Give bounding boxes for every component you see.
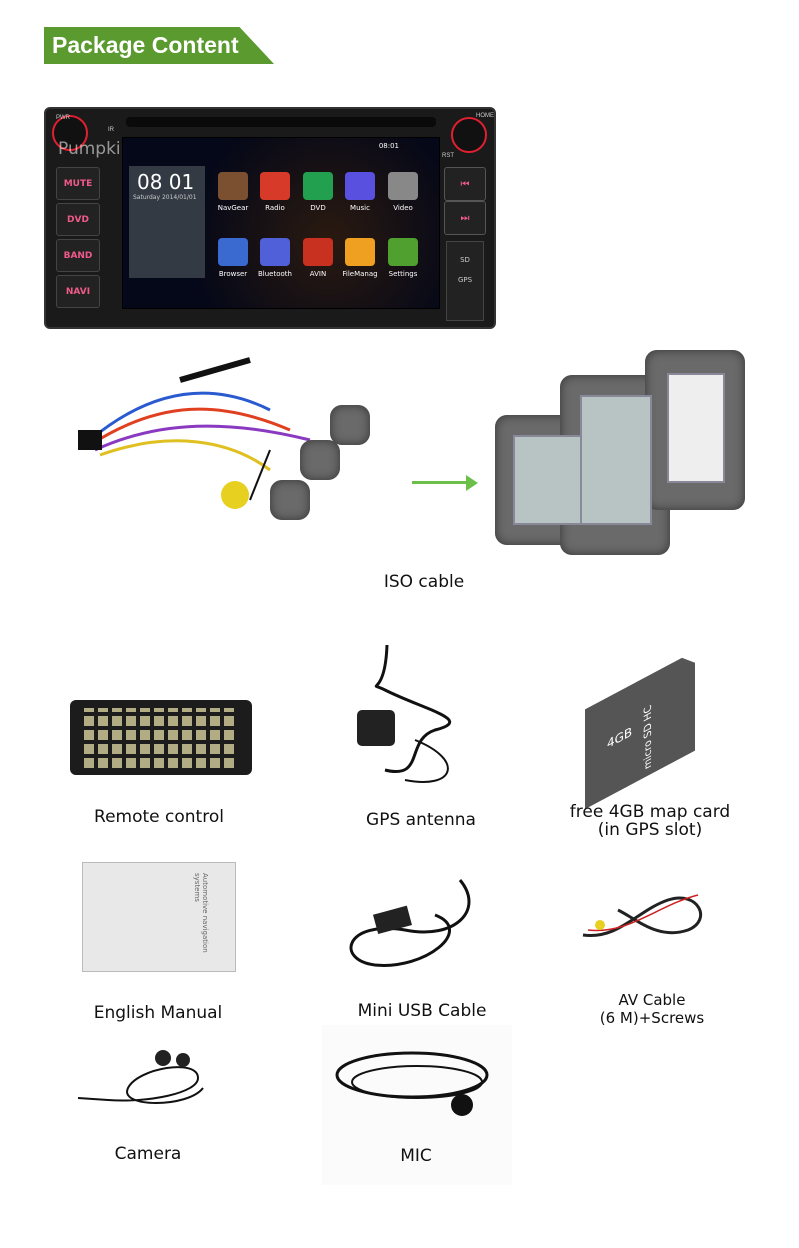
camera-label: Camera [114,1144,182,1164]
english-manual-image: Automotive navigation systems [82,862,236,972]
arrow-icon [412,481,472,484]
clock-widget: 08 01 Saturday 2014/01/01 [129,166,205,278]
camera-image [77,1048,213,1113]
app-settings: Settings [388,270,418,278]
prev-track-button: ⏮ [444,167,486,201]
status-time: 08:01 [378,142,399,150]
rst-label: RST [442,153,454,159]
home-label: HOME [476,113,494,119]
app-music: Music [350,204,370,212]
app-dvd: DVD [310,204,326,212]
package-content-banner: Package Content [44,27,274,64]
iso-cable-harness-image [70,350,390,530]
home-knob [451,117,487,153]
app-navgear: NavGear [217,204,249,212]
mute-button: MUTE [56,167,100,200]
app-browser: Browser [218,270,248,278]
app-radio: Radio [265,204,285,212]
sd-brand: micro SD HC [643,702,654,772]
next-track-button: ⏭ [444,201,486,235]
ir-label: IR [108,127,114,133]
mini-usb-cable-image [335,870,485,970]
gps-label: GPS [457,276,473,284]
pumpkin-watermark: Pumpkin [58,139,132,159]
sd-label: SD [460,256,470,264]
power-knob [52,115,88,151]
micro-sd-card-image: 4GB micro SD HC [585,651,695,809]
stereo-screen: 08:01 08 01 Saturday 2014/01/01 NavGear … [122,137,440,309]
mic-label: MIC [400,1146,432,1166]
iso-cable-label: ISO cable [383,572,465,592]
disc-slot [126,117,436,127]
app-bluetooth: Bluetooth [258,270,292,278]
car-stereo-image: PWR IR HOME RST Pumpkin MUTE DVD BAND NA… [44,107,496,329]
pwr-label: PWR [56,115,70,121]
manual-title: Automotive navigation systems [193,873,209,953]
av-cable-label: AV Cable [618,991,686,1009]
app-avin: AVIN [309,270,327,278]
english-manual-label: English Manual [93,1003,223,1023]
av-cable-sublabel: (6 M)+Screws [599,1009,705,1027]
remote-control-label: Remote control [94,807,224,827]
band-button: BAND [56,239,100,272]
av-cable-image [578,880,718,950]
gps-antenna-image [345,640,485,790]
sd-capacity: 4GB [607,724,633,752]
app-filemanager: FileManag [342,270,378,278]
clock: 08 01 [137,170,195,194]
iso-connectors-image [495,345,755,555]
map-card-label: free 4GB map card [569,802,731,822]
remote-control-image [70,700,252,775]
app-video: Video [393,204,413,212]
date: Saturday 2014/01/01 [133,194,197,201]
sd-gps-panel: SD GPS [446,241,484,321]
arrow-head-icon [466,475,478,491]
dvd-button: DVD [56,203,100,236]
mic-panel: MIC [322,1025,512,1185]
navi-button: NAVI [56,275,100,308]
map-card-sublabel: (in GPS slot) [597,820,703,840]
gps-antenna-label: GPS antenna [366,810,476,830]
mini-usb-cable-label: Mini USB Cable [357,1001,487,1021]
